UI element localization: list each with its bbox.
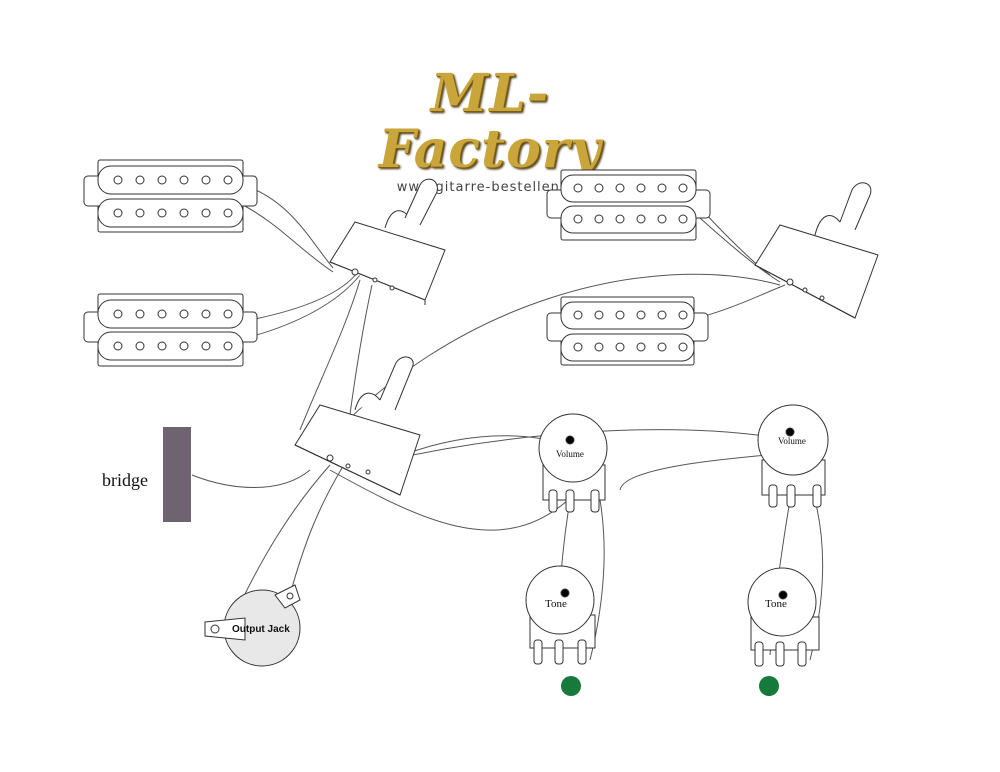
- pole-piece: [615, 183, 625, 193]
- pole-piece: [157, 208, 167, 218]
- pole-piece: [223, 175, 233, 185]
- logo-wordmark: ML-Factory: [378, 63, 602, 180]
- pole-piece: [179, 208, 189, 218]
- pole-piece: [223, 309, 233, 319]
- pickup-pole-pieces: [113, 175, 688, 352]
- pole-piece: [678, 214, 688, 224]
- output-jack: [204, 584, 301, 667]
- pole-piece: [678, 310, 688, 320]
- pole-piece: [135, 208, 145, 218]
- pole-piece: [157, 309, 167, 319]
- pole-piece: [157, 175, 167, 185]
- pole-piece: [678, 183, 688, 193]
- pole-piece: [113, 175, 123, 185]
- pole-piece: [113, 309, 123, 319]
- pole-piece: [179, 341, 189, 351]
- volume-pot-left: [538, 413, 608, 513]
- pickup-neck-left: [83, 159, 258, 233]
- pole-piece: [657, 342, 667, 352]
- pole-piece: [179, 175, 189, 185]
- pole-piece: [657, 310, 667, 320]
- pole-piece: [594, 342, 604, 352]
- pole-piece: [615, 214, 625, 224]
- output-jack-label: Output Jack: [232, 624, 290, 635]
- tone-pot-right: [747, 567, 820, 696]
- pole-piece: [113, 341, 123, 351]
- pole-piece: [223, 208, 233, 218]
- pole-piece: [201, 208, 211, 218]
- toggle-switch-left: [329, 178, 446, 305]
- pole-piece: [201, 309, 211, 319]
- pole-piece: [157, 341, 167, 351]
- pole-piece: [594, 183, 604, 193]
- pole-piece: [636, 214, 646, 224]
- pickup-bridge-left: [83, 293, 258, 367]
- volume-label-right: Volume: [778, 436, 806, 446]
- pole-piece: [201, 341, 211, 351]
- pole-piece: [135, 309, 145, 319]
- pole-piece: [594, 214, 604, 224]
- corner-mark: ': [992, 0, 996, 10]
- pole-piece: [678, 342, 688, 352]
- tone-label-left: Tone: [545, 598, 567, 610]
- brand-logo: ML-Factory www.gitarre-bestellen.de: [355, 63, 625, 196]
- pole-piece: [223, 341, 233, 351]
- volume-pot-right: [757, 404, 829, 508]
- bridge-bar: [163, 427, 191, 522]
- pole-piece: [179, 309, 189, 319]
- pole-piece: [657, 183, 667, 193]
- pole-piece: [615, 310, 625, 320]
- pole-piece: [201, 175, 211, 185]
- toggle-switch-right: [754, 182, 879, 319]
- pole-piece: [113, 208, 123, 218]
- pole-piece: [573, 342, 583, 352]
- pole-piece: [135, 341, 145, 351]
- pole-piece: [573, 214, 583, 224]
- pole-piece: [636, 310, 646, 320]
- pickup-bridge-right: [546, 296, 709, 366]
- pole-piece: [594, 310, 604, 320]
- pole-piece: [636, 183, 646, 193]
- pole-piece: [636, 342, 646, 352]
- tone-pot-left: [525, 565, 596, 696]
- pole-piece: [657, 214, 667, 224]
- volume-label-left: Volume: [556, 449, 584, 459]
- pole-piece: [135, 175, 145, 185]
- tone-label-right: Tone: [765, 598, 787, 610]
- pickup-neck-right: [546, 169, 711, 241]
- bridge-label: bridge: [102, 470, 148, 490]
- pole-piece: [573, 310, 583, 320]
- pole-piece: [615, 342, 625, 352]
- toggle-switch-master: [294, 356, 421, 496]
- pole-piece: [573, 183, 583, 193]
- logo-url: www.gitarre-bestellen.de: [396, 180, 584, 195]
